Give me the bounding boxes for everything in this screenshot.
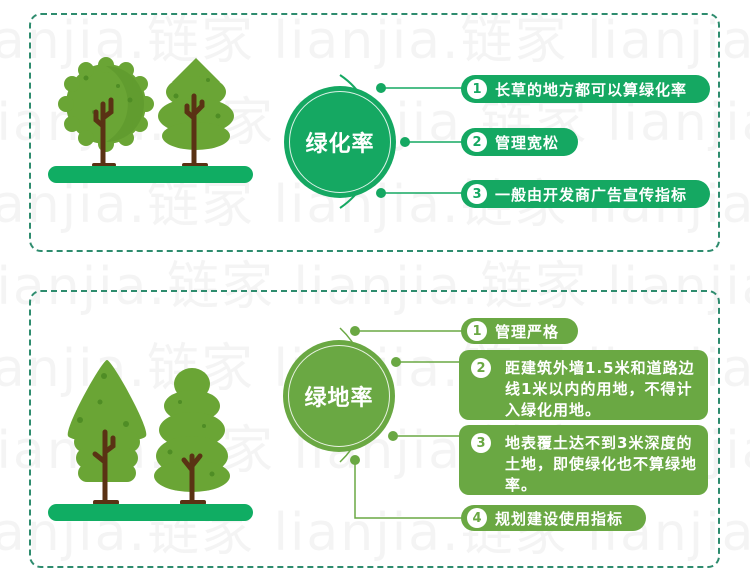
greening-item-2: 2 管理宽松: [461, 128, 578, 156]
greening-rate-panel: [29, 13, 720, 252]
green-space-item-1: 1 管理严格: [461, 318, 578, 344]
number-badge: 1: [467, 79, 487, 99]
greening-rate-circle: 绿化率: [284, 86, 396, 198]
item-text: 距建筑外墙1.5米和道路边线1米以内的用地，不得计入绿化用地。: [505, 359, 695, 419]
greening-item-3: 3 一般由开发商广告宣传指标: [461, 180, 710, 208]
ground-strip: [48, 504, 253, 521]
greening-rate-title: 绿化率: [305, 132, 375, 157]
item-text: 管理宽松: [495, 133, 560, 152]
green-space-rate-title: 绿地率: [304, 386, 374, 411]
pine-tree-icon: [158, 58, 234, 168]
number-badge: 1: [467, 321, 487, 341]
number-badge: 4: [467, 508, 487, 528]
fir-tree-icon: [154, 368, 230, 506]
item-text: 地表覆土达不到3米深度的土地，即使绿化也不算绿地率。: [505, 434, 698, 494]
item-text: 一般由开发商广告宣传指标: [495, 185, 688, 204]
item-text: 规划建设使用指标: [495, 509, 624, 528]
item-text: 长草的地方都可以算绿化率: [495, 80, 688, 99]
green-space-rate-panel: [29, 290, 720, 568]
number-badge: 3: [467, 184, 487, 204]
item-text: 管理严格: [495, 322, 560, 341]
cone-tree-icon: [67, 360, 147, 506]
green-space-item-2: 2 距建筑外墙1.5米和道路边线1米以内的用地，不得计入绿化用地。: [459, 350, 708, 420]
number-badge: 2: [467, 132, 487, 152]
greening-item-1: 1 长草的地方都可以算绿化率: [461, 75, 710, 103]
number-badge: 2: [471, 358, 491, 378]
green-space-item-3: 3 地表覆土达不到3米深度的土地，即使绿化也不算绿地率。: [459, 425, 708, 495]
round-tree-icon: [58, 57, 154, 168]
green-space-rate-circle: 绿地率: [283, 340, 395, 452]
green-space-item-4: 4 规划建设使用指标: [461, 505, 646, 531]
number-badge: 3: [471, 433, 491, 453]
ground-strip: [48, 166, 253, 183]
